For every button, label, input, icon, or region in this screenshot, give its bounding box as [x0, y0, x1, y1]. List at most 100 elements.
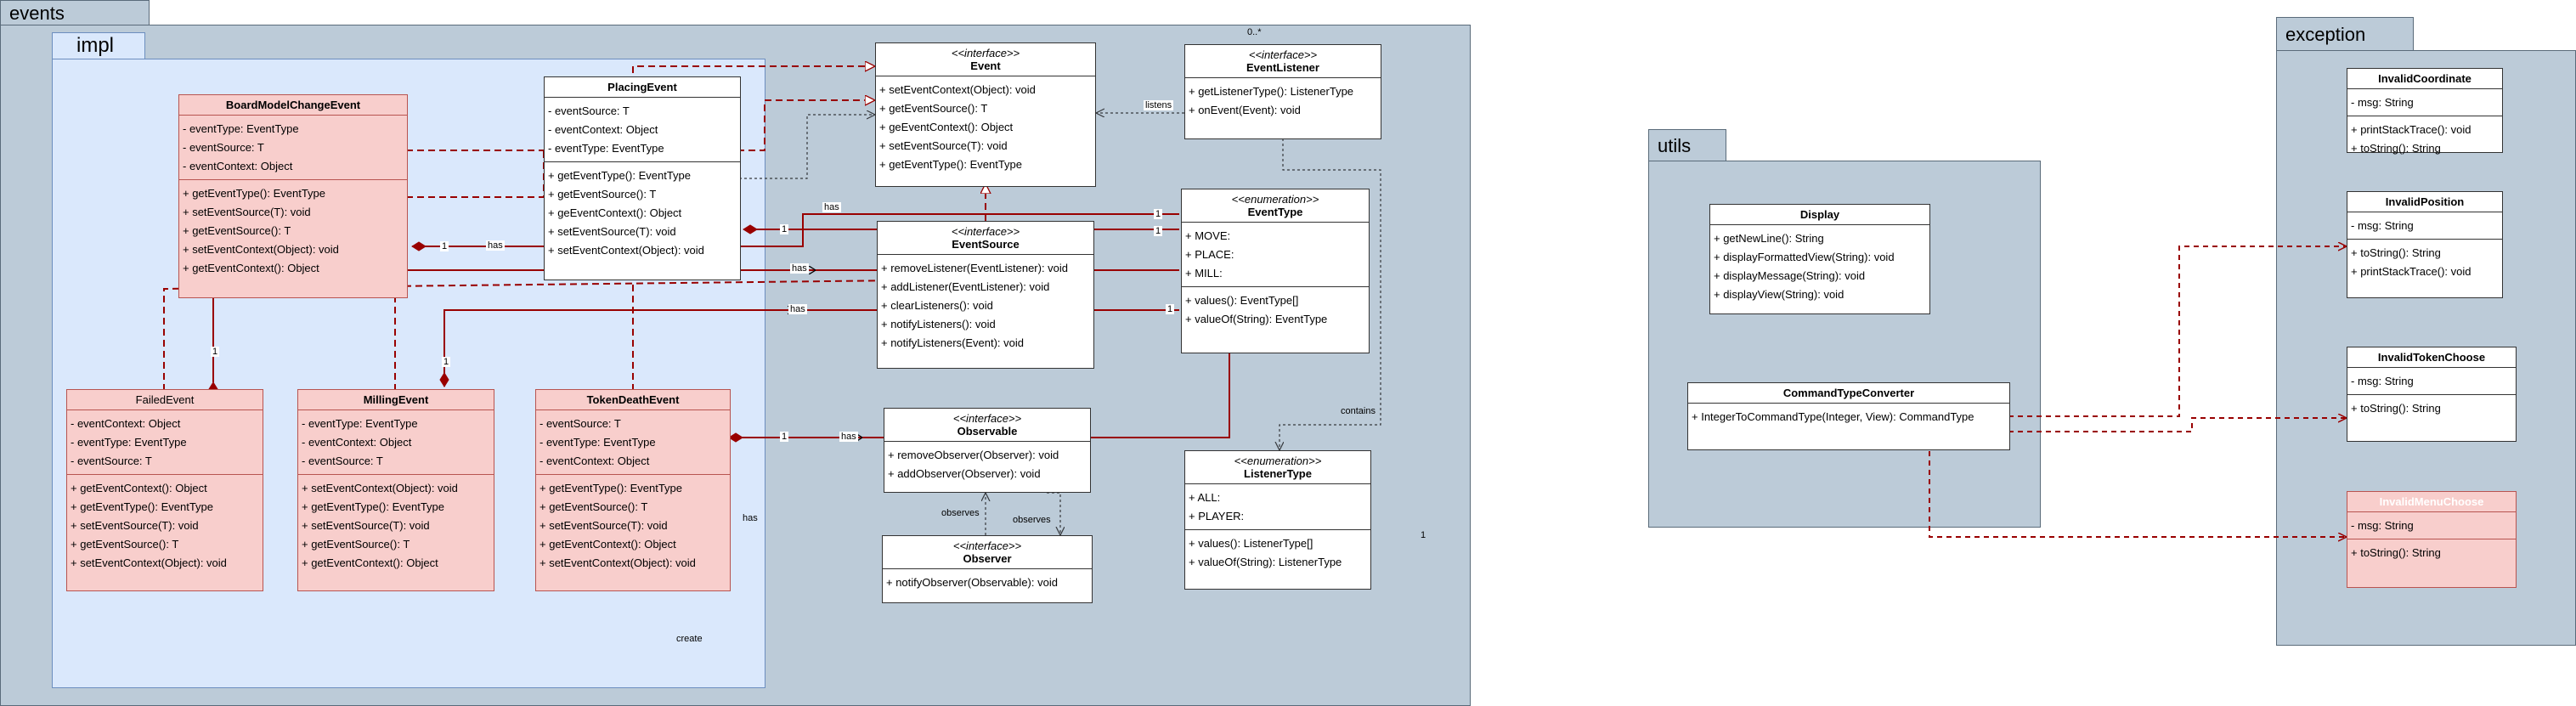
class-token-death-event: TokenDeathEvent - eventSource: T - event…: [535, 389, 731, 591]
class-name: ListenerType: [1244, 467, 1312, 480]
multiplicity: 1: [211, 347, 220, 357]
operation: + valueOf(String): ListenerType: [1189, 556, 1342, 568]
operations: + toString(): String + printStackTrace()…: [2347, 240, 2502, 285]
attribute: - eventContext: Object: [71, 417, 181, 430]
interface-event-source: <<interface>> EventSource + removeListen…: [877, 221, 1094, 369]
edge-milling-has: [444, 310, 794, 387]
operation: + printStackTrace(): void: [2351, 265, 2471, 278]
edge-label-observes: observes: [941, 508, 980, 518]
operation: + values(): ListenerType[]: [1189, 537, 1313, 550]
stereotype: <<interface>>: [952, 412, 1022, 425]
class-name: InvalidCoordinate: [2378, 72, 2471, 85]
operation: + clearListeners(): void: [881, 299, 993, 312]
class-name: InvalidMenuChoose: [2379, 495, 2484, 508]
dependency-edges: [739, 113, 1381, 535]
edge-converter-menu: [1929, 451, 2347, 537]
enum-literal: + MILL:: [1185, 267, 1223, 280]
class-name: BoardModelChangeEvent: [225, 99, 361, 111]
attribute: - msg: String: [2351, 519, 2414, 532]
operations: + values(): EventType[] + valueOf(String…: [1182, 287, 1369, 332]
attribute: - msg: String: [2351, 375, 2414, 387]
operation: + toString(): String: [2351, 546, 2441, 559]
stereotype: <<interface>>: [1248, 48, 1318, 61]
operation: + getEventType(): EventType: [302, 500, 445, 513]
attribute: - eventSource: T: [71, 455, 152, 467]
throws-edges: [1929, 246, 2347, 537]
edge-label-listens: listens: [1144, 100, 1174, 110]
class-invalid-position: InvalidPosition - msg: String + toString…: [2347, 191, 2503, 298]
attribute: - eventSource: T: [302, 455, 383, 467]
operation: + notifyListeners(): void: [881, 318, 996, 330]
attribute: - eventSource: T: [539, 417, 621, 430]
operation: + setEventContext(Object): void: [548, 244, 704, 257]
operation: + setEventSource(T): void: [71, 519, 199, 532]
operation: + getEventContext(): Object: [302, 556, 438, 569]
class-name: Display: [1799, 208, 1840, 221]
edge-placing-has-type: [743, 213, 1179, 234]
operation: + getEventType(): EventType: [183, 187, 326, 200]
package-utils-tab: utils: [1648, 129, 1726, 161]
operation: + geEventContext(): Object: [879, 121, 1014, 133]
operation: + getEventSource(): T: [539, 500, 648, 513]
operations: + toString(): String: [2347, 539, 2516, 566]
interface-event-listener: <<interface>> EventListener + getListene…: [1184, 44, 1381, 139]
attribute: - eventSource: T: [183, 141, 264, 154]
edge-label-has: has: [839, 432, 858, 442]
operation: + valueOf(String): EventType: [1185, 313, 1328, 325]
class-name: Observable: [957, 425, 1018, 438]
attribute: - eventType: EventType: [302, 417, 418, 430]
edge-label-has: has: [788, 304, 807, 314]
operation: + getEventSource(): T: [302, 538, 410, 551]
attributes: - eventContext: Object - eventType: Even…: [67, 410, 263, 475]
operations: + notifyObserver(Observable): void: [883, 569, 1092, 596]
operation: + setEventSource(T): void: [302, 519, 430, 532]
operations: + IntegerToCommandType(Integer, View): C…: [1688, 404, 2009, 430]
class-command-type-converter: CommandTypeConverter + IntegerToCommandT…: [1687, 382, 2010, 450]
operation: + values(): EventType[]: [1185, 294, 1299, 307]
class-name: PlacingEvent: [607, 81, 677, 93]
package-impl-tab: impl: [52, 32, 145, 59]
operation: + getEventSource(): T: [71, 538, 179, 551]
class-name: EventType: [1247, 206, 1303, 218]
edge-label-contains: contains: [1341, 406, 1376, 416]
operations: + getListenerType(): ListenerType + onEv…: [1185, 78, 1381, 123]
attribute: - eventContext: Object: [302, 436, 412, 449]
operation: + getEventSource(): T: [879, 102, 988, 115]
enum-literal: + PLAYER:: [1189, 510, 1245, 522]
attribute: - eventType: EventType: [183, 122, 299, 135]
operation: + setEventSource(T): void: [548, 225, 676, 238]
class-failed-event: FailedEvent - eventContext: Object - eve…: [66, 389, 263, 591]
operations: + removeListener(EventListener): void + …: [878, 255, 1093, 356]
edge-label-observes: observes: [1013, 515, 1051, 525]
operation: + toString(): String: [2351, 142, 2441, 155]
operations: + getEventType(): EventType + setEventSo…: [179, 180, 407, 281]
edge-label-has: has: [790, 263, 809, 274]
class-name: EventListener: [1246, 61, 1319, 74]
multiplicity: 1: [1154, 226, 1163, 236]
attribute: - eventType: EventType: [71, 436, 187, 449]
operation: + getEventContext(): Object: [71, 482, 207, 494]
operation: + getEventType(): EventType: [879, 158, 1023, 171]
enum-listener-type: <<enumeration>> ListenerType + ALL: + PL…: [1184, 450, 1371, 590]
attributes: - msg: String: [2347, 89, 2502, 116]
operation: + setEventContext(Object): void: [879, 83, 1036, 96]
class-name: Event: [970, 59, 1001, 72]
literals: + MOVE: + PLACE: + MILL:: [1182, 223, 1369, 287]
operation: + setEventSource(T): void: [539, 519, 668, 532]
operation: + toString(): String: [2351, 246, 2441, 259]
operations: + getNewLine(): String + displayFormatte…: [1710, 225, 1929, 308]
attributes: - eventType: EventType - eventSource: T …: [179, 116, 407, 180]
operations: + getEventType(): EventType + getEventSo…: [536, 475, 730, 576]
attribute: - eventContext: Object: [183, 160, 293, 172]
attributes: - eventType: EventType - eventContext: O…: [298, 410, 494, 475]
operation: + setEventContext(Object): void: [71, 556, 227, 569]
operation: + removeListener(EventListener): void: [881, 262, 1069, 274]
class-name: TokenDeathEvent: [586, 393, 680, 406]
operation: + addListener(EventListener): void: [881, 280, 1050, 293]
class-name: InvalidTokenChoose: [2377, 351, 2486, 364]
attribute: - eventType: EventType: [548, 142, 664, 155]
multiplicity: 0..*: [1247, 27, 1262, 37]
operations: + setEventContext(Object): void + getEve…: [298, 475, 494, 576]
class-name: CommandTypeConverter: [1782, 387, 1915, 399]
edge-label-create: create: [676, 634, 703, 644]
